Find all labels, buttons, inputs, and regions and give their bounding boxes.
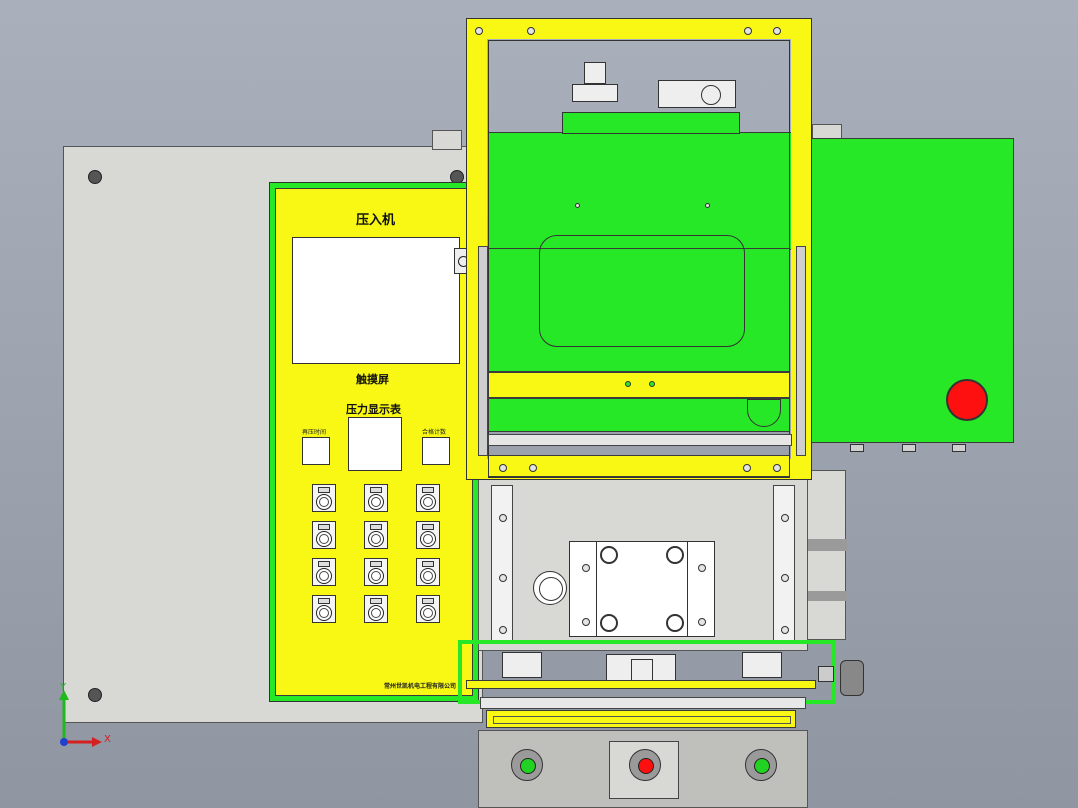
left-counter [302,437,330,465]
press-body [478,476,808,651]
frame-crossbar-bottom [488,455,790,477]
valve-left [570,62,620,110]
valve-right [658,80,736,108]
cable-gland [850,444,864,452]
emergency-stop-button[interactable] [946,379,988,421]
valve-mount-plate [562,112,740,134]
stop-button-center[interactable] [629,749,661,781]
top-bracket [432,130,462,150]
panel-connector [454,248,470,274]
light-curtain-bar [486,710,796,728]
push-button[interactable] [416,595,440,623]
side-column [806,470,847,640]
frame-hole [527,27,535,35]
control-panel: 压入机 触摸屏 压力显示表 再压时间 合格计数 常州世凯机电工程有限公司 [269,182,479,702]
left-guide-rail [491,485,513,643]
frame-hole [475,27,483,35]
operator-base [478,730,808,808]
clamp-right [742,652,782,678]
axis-x-label: X [104,734,111,745]
company-label: 常州世凯机电工程有限公司 [384,683,457,690]
push-button[interactable] [312,558,336,586]
axis-y-label: Y [60,682,67,693]
start-button-left[interactable] [511,749,543,781]
frame-hole [744,27,752,35]
sensor-block [606,654,676,684]
axis-triad: X Y [50,682,120,756]
clamp-left [502,652,542,678]
push-button[interactable] [364,558,388,586]
housing-window [539,235,745,347]
mount-bolt-bottom-left [88,688,102,702]
panel-title: 压入机 [356,213,396,228]
push-button[interactable] [312,595,336,623]
electrical-box [810,138,1014,443]
frame-upright-right [796,246,806,456]
pressure-display [348,417,402,471]
mount-bolt-top-left [88,170,102,184]
frame-hole [773,27,781,35]
cable-gland [902,444,916,452]
left-counter-label: 再压时间 [302,429,327,436]
round-port [533,571,567,605]
frame-green-strip [488,398,790,432]
press-housing [488,132,810,250]
right-counter [422,437,450,465]
frame-rail [488,434,792,446]
push-button[interactable] [364,595,388,623]
start-button-right[interactable] [745,749,777,781]
frame-upright-left [478,246,488,456]
axis-triad-svg [59,690,102,747]
pressure-display-label: 压力显示表 [346,403,401,416]
push-button[interactable] [416,558,440,586]
touchscreen-label: 触摸屏 [356,373,389,386]
press-plate [569,541,715,637]
cable-gland [952,444,966,452]
push-button[interactable] [416,521,440,549]
right-guide-rail [773,485,795,643]
control-panel-face: 压入机 触摸屏 压力显示表 再压时间 合格计数 常州世凯机电工程有限公司 [275,188,473,696]
caster-wheel [840,660,864,696]
push-button[interactable] [364,484,388,512]
push-button[interactable] [312,484,336,512]
push-button[interactable] [312,521,336,549]
right-counter-label: 合格计数 [422,429,447,436]
push-button[interactable] [416,484,440,512]
touchscreen[interactable] [292,237,460,364]
frame-crossbar-top [488,372,790,398]
caster-nut [818,666,834,682]
upper-frame-inner-line [488,40,790,478]
guard-bar [466,680,816,689]
push-button[interactable] [364,521,388,549]
light-curtain-top [480,697,806,709]
